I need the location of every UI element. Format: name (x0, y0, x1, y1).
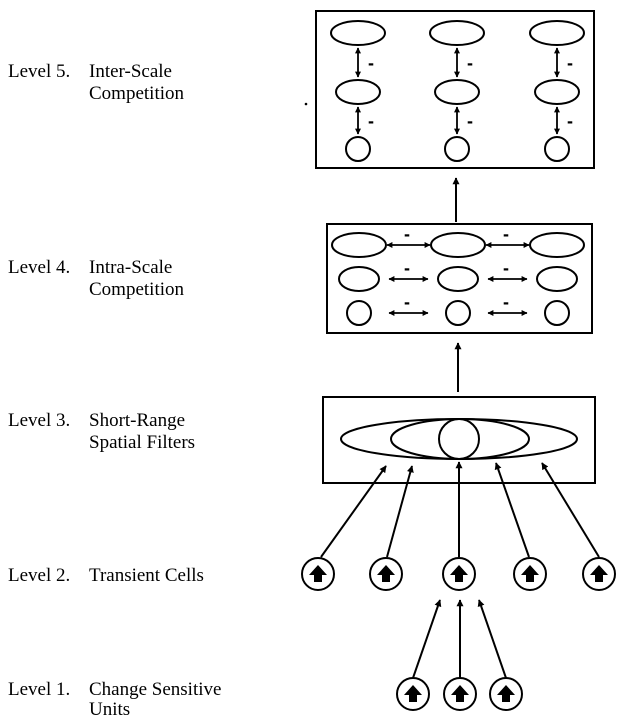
level-3-box-group (322, 396, 596, 484)
inhibition-sign: - (368, 53, 374, 73)
level-4-box-group (326, 223, 593, 334)
stray-dot (304, 102, 308, 106)
level-5-unit-small-1 (345, 136, 371, 162)
inhibition-sign: - (503, 224, 509, 244)
up-arrow-icon (590, 565, 608, 582)
level-5-box (315, 10, 595, 169)
level-5-title-line1: Inter-Scale (89, 61, 172, 82)
change-sensitive-unit (396, 677, 430, 711)
transient-cell (582, 557, 616, 591)
level-4-box (326, 223, 593, 334)
level-2-label: Level 2. Transient Cells (8, 565, 228, 587)
level-2-to-3-arrows (320, 461, 600, 558)
transient-cell (513, 557, 547, 591)
level-2-to-3-arrow (541, 462, 600, 558)
level-3-filter-wide (340, 418, 578, 460)
level-1-to-2-arrows (412, 599, 507, 679)
up-arrow-icon (309, 565, 327, 582)
level-3-filter-narrow (438, 418, 480, 460)
level-4-inhibition-signs: - - - - - - (404, 224, 509, 312)
level-4-label: Level 4. Intra-Scale Competition (8, 257, 228, 301)
inhibition-sign: - (567, 53, 573, 73)
level-1-label: Level 1. Change Sensitive Units (8, 679, 228, 720)
level-1-title-line2: Units (89, 699, 131, 720)
level-2-to-3-arrow (320, 465, 387, 558)
level-4-unit-small-3 (544, 300, 570, 326)
level-3-number: Level 3. (8, 410, 71, 431)
up-arrow-icon (451, 685, 469, 702)
level-2-to-3-arrow (386, 465, 414, 558)
transient-cell (442, 557, 476, 591)
level-4-unit-small-1 (346, 300, 372, 326)
level-5-inhibition-signs: - - - - - - (368, 53, 573, 131)
inhibition-sign: - (467, 53, 473, 73)
inhibition-sign: - (404, 258, 410, 278)
up-arrow-icon (497, 685, 515, 702)
level-2-up-arrow-icons (309, 565, 608, 582)
level-5-unit-medium-2 (434, 79, 480, 105)
level-5-label: Level 5. Inter-Scale Competition (8, 61, 228, 105)
level-5-unit-medium-1 (335, 79, 381, 105)
level-1-units (396, 677, 523, 711)
transient-cell (369, 557, 403, 591)
level-3-filter-medium (390, 418, 530, 460)
inhibition-sign: - (467, 111, 473, 131)
level-5-number: Level 5. (8, 61, 71, 82)
inhibition-sign: - (503, 258, 509, 278)
level-3-label: Level 3. Short-Range Spatial Filters (8, 410, 228, 454)
change-sensitive-unit (489, 677, 523, 711)
inhibition-sign: - (567, 111, 573, 131)
level-4-unit-medium-2 (437, 266, 479, 292)
level-2-cells (301, 557, 616, 591)
level-4-unit-small-2 (445, 300, 471, 326)
inhibition-sign: - (404, 292, 410, 312)
level-5-box-group (315, 10, 595, 169)
inhibition-sign: - (404, 224, 410, 244)
level-2-number: Level 2. (8, 565, 71, 586)
level-1-to-2-arrow (412, 599, 442, 679)
up-arrow-icon (521, 565, 539, 582)
inhibition-sign: - (503, 292, 509, 312)
level-3-title-line2: Spatial Filters (89, 432, 196, 453)
level-5-unit-large-2 (429, 20, 485, 46)
change-sensitive-unit (443, 677, 477, 711)
up-arrow-icon (450, 565, 468, 582)
level-2-to-3-arrow (494, 462, 530, 558)
up-arrow-icon (377, 565, 395, 582)
transient-cell (301, 557, 335, 591)
level-4-unit-medium-1 (338, 266, 380, 292)
level-5-unit-small-2 (444, 136, 470, 162)
level-4-title-line1: Intra-Scale (89, 257, 173, 278)
level-5-unit-medium-3 (534, 79, 580, 105)
inhibition-sign: - (368, 111, 374, 131)
level-5-unit-large-1 (330, 20, 386, 46)
level-4-unit-medium-3 (536, 266, 578, 292)
level-4-number: Level 4. (8, 257, 71, 278)
level-5-unit-small-3 (544, 136, 570, 162)
level-4-unit-large-2 (430, 232, 486, 258)
level-1-to-2-arrow (477, 599, 507, 679)
level-3-title-line1: Short-Range (89, 410, 186, 431)
level-4-unit-large-3 (529, 232, 585, 258)
up-arrow-icon (404, 685, 422, 702)
level-5-unit-large-3 (529, 20, 585, 46)
level-4-title-line2: Competition (89, 279, 184, 300)
level-2-title-line1: Transient Cells (89, 565, 204, 586)
level-4-unit-large-1 (331, 232, 387, 258)
level-5-title-line2: Competition (89, 83, 184, 104)
level-1-title-line1: Change Sensitive (89, 679, 222, 700)
level-1-up-arrow-icons (404, 685, 515, 702)
level-1-number: Level 1. (8, 679, 71, 700)
